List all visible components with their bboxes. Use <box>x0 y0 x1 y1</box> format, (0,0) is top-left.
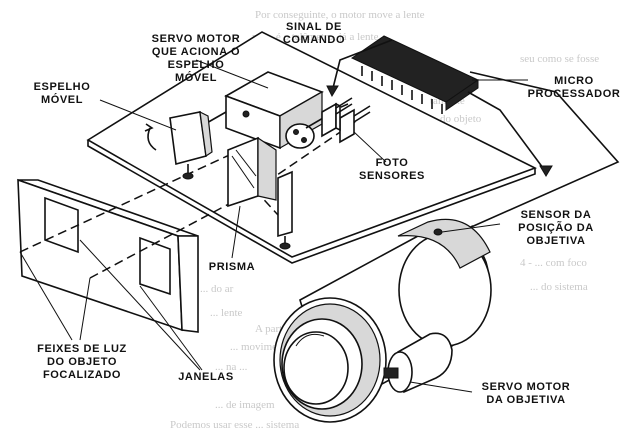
bg-line-6: 4 - ... com foco <box>520 257 587 269</box>
label-servo-espelho: SERVO MOTOR QUE ACIONA O ESPELHO MÓVEL <box>152 33 241 84</box>
label-janelas: JANELAS <box>178 371 234 383</box>
label-line: SENSOR DA <box>521 209 592 221</box>
window-right <box>139 236 171 296</box>
label-espelho-movel: ESPELHO MÓVEL <box>34 81 91 106</box>
label-line: SERVO MOTOR <box>482 381 571 393</box>
label-line: FEIXES DE LUZ <box>37 343 127 355</box>
fixed-mirror <box>277 170 293 250</box>
label-line: DA OBJETIVA <box>486 394 565 406</box>
lens-position-sensor <box>433 228 443 236</box>
window-left <box>44 196 79 254</box>
label-foto-sensores: FOTO SENSORES <box>359 157 425 182</box>
bg-line-9: ... lente <box>210 307 242 319</box>
label-feixes: FEIXES DE LUZ DO OBJETO FOCALIZADO <box>37 343 127 381</box>
label-line: SERVO MOTOR <box>152 33 241 45</box>
photo-sensors <box>321 97 371 144</box>
bg-line-13: ... de imagem <box>215 399 275 411</box>
movable-mirror <box>144 110 213 180</box>
label-line: PROCESSADOR <box>528 88 621 100</box>
label-sensor-posicao: SENSOR DA POSIÇÃO DA OBJETIVA <box>518 209 594 247</box>
label-line: FOCALIZADO <box>43 369 121 381</box>
prism <box>227 136 277 208</box>
bg-line-12: ... na ... <box>215 361 248 373</box>
bg-line-8: ... do ar <box>200 283 234 295</box>
label-servo-objetiva: SERVO MOTOR DA OBJETIVA <box>482 381 571 406</box>
label-line: MICRO <box>554 75 594 87</box>
bg-line-5: do objeto <box>440 113 482 125</box>
label-sinal-comando: SINAL DE COMANDO <box>283 21 345 46</box>
bg-line-3: seu como se fosse <box>520 53 599 65</box>
lens-servo-motor <box>383 332 453 394</box>
label-line: OBJETIVA <box>527 235 586 247</box>
label-line: FOTO <box>376 157 409 169</box>
label-line: MÓVEL <box>41 93 83 106</box>
signal-wires <box>326 39 620 237</box>
label-line: ESPELHO <box>168 59 225 71</box>
label-line: POSIÇÃO DA <box>518 221 594 234</box>
label-line: SENSORES <box>359 170 425 182</box>
label-line: DO OBJETO <box>47 356 117 368</box>
label-line: COMANDO <box>283 34 345 46</box>
bg-line-1: Por conseguinte, o motor move a lente <box>255 9 425 21</box>
label-line: MÓVEL <box>175 71 217 84</box>
label-line: QUE ACIONA O <box>152 46 240 58</box>
bg-line-2: mós, é o telêmetro, já a lente <box>252 31 379 43</box>
bg-line-7: ... do sistema <box>530 281 588 293</box>
label-line: SINAL DE <box>286 21 342 33</box>
label-prisma: PRISMA <box>209 261 255 273</box>
window-plate <box>17 178 199 333</box>
label-line: ESPELHO <box>34 81 91 93</box>
bg-line-14: Podemos usar esse ... sistema <box>170 419 299 431</box>
board-edge <box>87 140 536 264</box>
label-micro: MICRO PROCESSADOR <box>528 75 621 100</box>
leader-lines <box>19 59 528 393</box>
